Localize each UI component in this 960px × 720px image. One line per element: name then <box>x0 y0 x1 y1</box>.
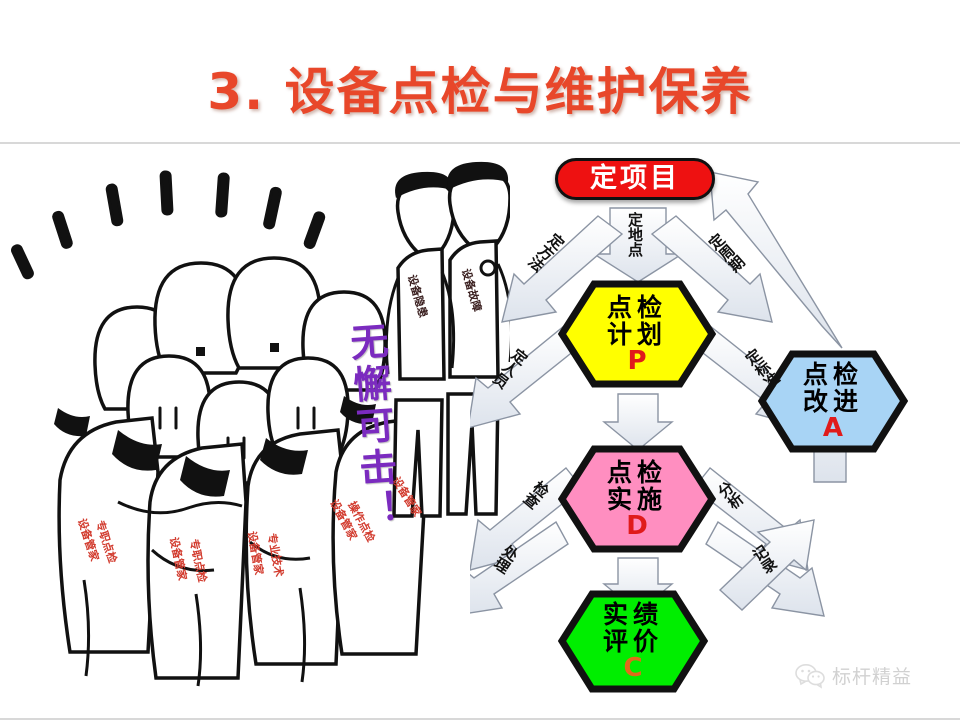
crowd-arms <box>82 500 311 687</box>
title-divider <box>0 142 960 144</box>
hexagon-shape-check <box>558 590 708 693</box>
arrow-label-to-plan-top: 定地点 <box>626 212 644 257</box>
pdca-diagram: 定地点 定方法 定周期 定人员 定标准 检查 分析 处理 记录 定项目 点检 计… <box>470 150 960 710</box>
node-inspection-execution[interactable]: 点检 实施 D <box>558 445 716 553</box>
cartoon-svg: 设备管家 专职点检 设备管家 专职点检 设备管家 专业技术 设备管家 操作点检 … <box>11 161 510 687</box>
title-band: 3. 设备点检与维护保养 <box>0 0 960 143</box>
node-plan-line1: 点检 <box>606 292 667 322</box>
onlooker-detail-circle <box>479 259 497 277</box>
node-inspection-improvement-text: 点检 改进 A <box>803 362 863 441</box>
cartoon-illustration: 设备管家 专职点检 设备管家 专职点检 设备管家 专业技术 设备管家 操作点检 … <box>0 150 510 710</box>
node-plan-code: P <box>627 345 647 376</box>
node-performance-evaluation-text: 实绩 评价 C <box>603 602 663 681</box>
crowd-shadows <box>54 396 376 497</box>
node-act-line2: 改进 <box>802 387 863 416</box>
hexagon-shape-plan <box>558 280 716 388</box>
node-act-line1: 点检 <box>802 360 863 389</box>
bottom-divider <box>0 718 960 720</box>
onlooker-figures <box>392 170 510 518</box>
onlooker-caps <box>395 161 509 198</box>
node-check-line2: 评价 <box>602 627 663 656</box>
node-do-code: D <box>626 510 648 541</box>
crowd-back-row <box>93 256 387 411</box>
hexagon-shape-act <box>758 350 908 453</box>
hexagon-shape-do <box>558 445 716 553</box>
node-inspection-plan[interactable]: 点检 计划 P <box>558 280 716 388</box>
crowd-back-eyes <box>196 343 279 356</box>
node-define-project[interactable]: 定项目 <box>555 158 715 200</box>
node-inspection-execution-text: 点检 实施 D <box>607 460 667 539</box>
node-check-code: C <box>623 653 643 683</box>
node-performance-evaluation[interactable]: 实绩 评价 C <box>558 590 708 693</box>
watermark: 标杆精益 <box>795 662 912 689</box>
node-act-code: A <box>822 413 844 443</box>
node-inspection-improvement[interactable]: 点检 改进 A <box>758 350 908 453</box>
emphasis-strokes <box>11 170 326 280</box>
wechat-icon <box>795 663 825 689</box>
node-check-line1: 实绩 <box>602 600 663 629</box>
node-do-line1: 点检 <box>606 457 667 487</box>
node-do-line2: 实施 <box>606 484 667 514</box>
node-inspection-plan-text: 点检 计划 P <box>607 295 667 374</box>
page-title: 3. 设备点检与维护保养 <box>207 63 753 121</box>
node-define-project-label: 定项目 <box>590 162 680 194</box>
watermark-text: 标杆精益 <box>832 666 913 688</box>
node-plan-line2: 计划 <box>606 319 667 349</box>
